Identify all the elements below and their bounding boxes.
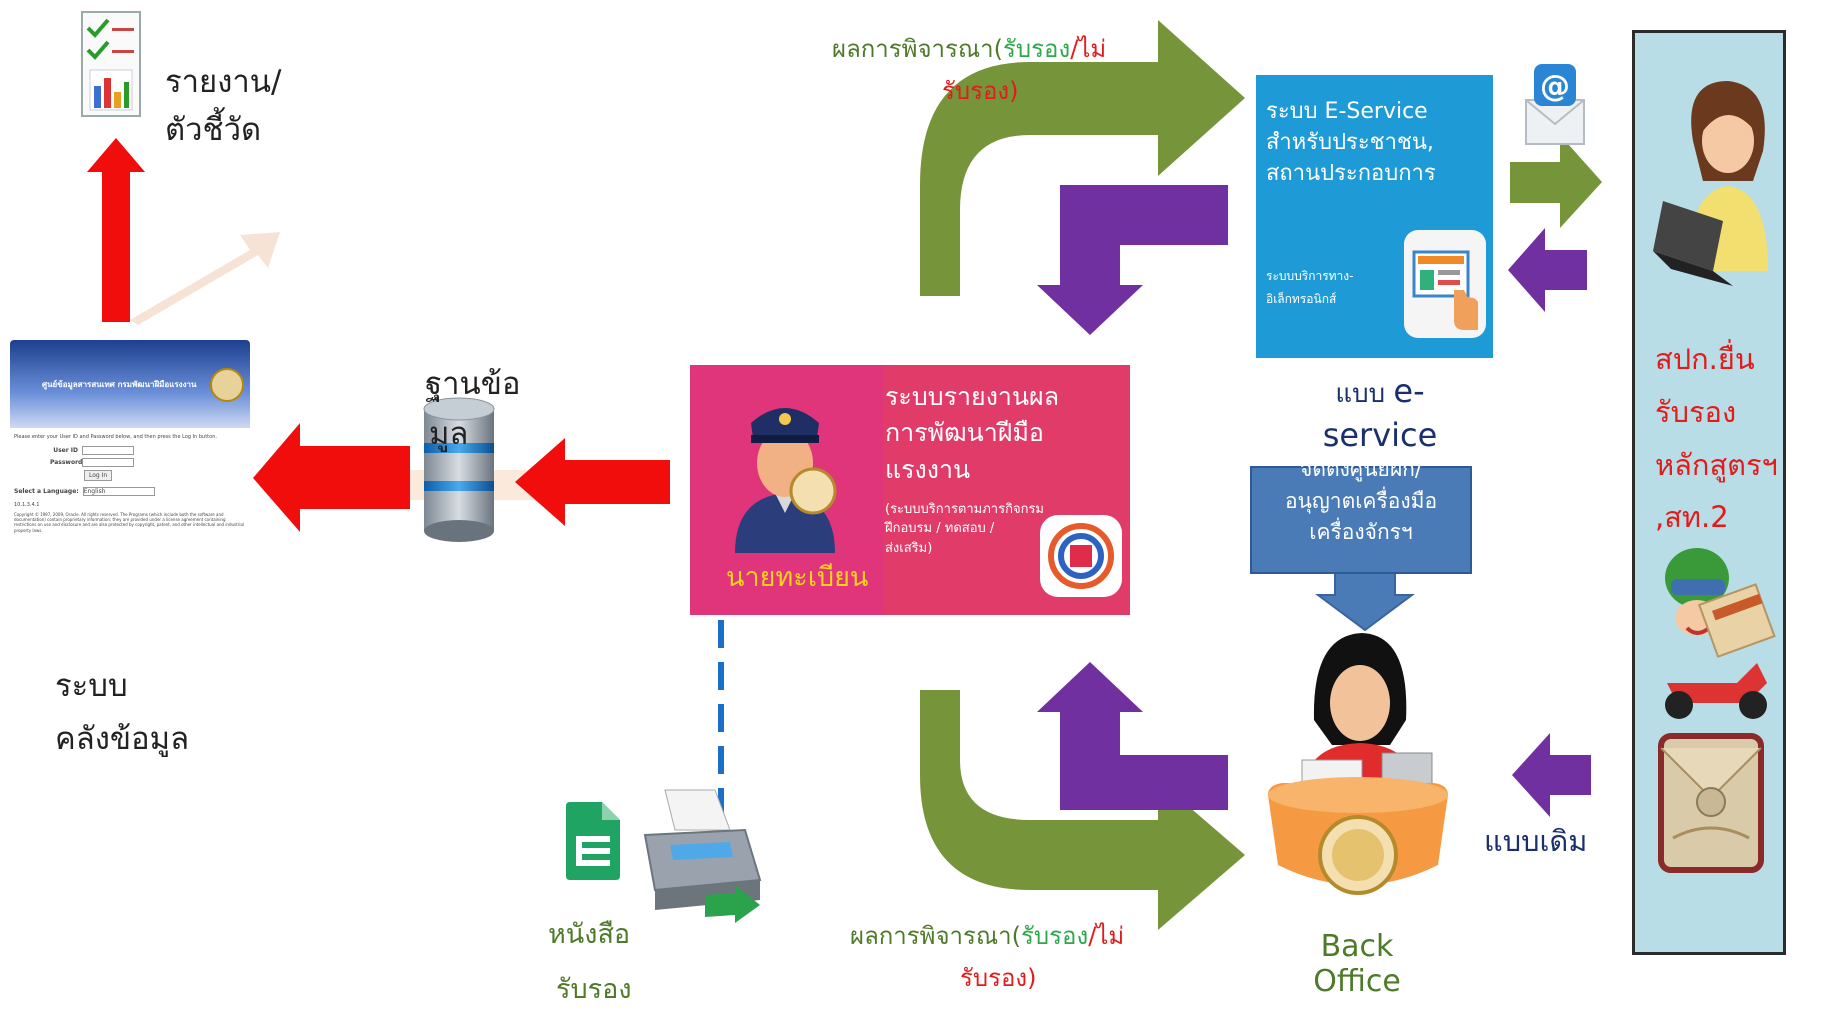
eservice-title-line3: สถานประกอบการ <box>1266 160 1436 186</box>
database-icon <box>420 395 498 545</box>
google-sheets-icon <box>562 800 622 882</box>
purple-arrow-left-bottom <box>1512 733 1591 817</box>
faint-arrow-up-right <box>130 232 280 325</box>
database-label-line2: มูล <box>429 415 469 452</box>
registrar-system-box: นายทะเบียน ระบบรายงานผล การพัฒนาฝีมือ แร… <box>690 365 1130 615</box>
back-office-label: Back Office <box>1302 929 1412 999</box>
green-arrow-bottom <box>920 690 1245 930</box>
purple-arrow-left-top <box>1508 228 1587 312</box>
applicant-line1: สปก.ยื่น <box>1655 342 1755 376</box>
top-result-prefix: ผลการพิจารณา( <box>832 35 1004 63</box>
registrar-sub-line3: ส่งเสริม) <box>885 540 933 556</box>
report-label-line1: รายงาน/ <box>165 64 282 100</box>
bottom-result-line2: รับรอง) <box>960 964 1037 992</box>
registrar-title-line2: การพัฒนาฝีมือ <box>885 418 1044 448</box>
certificate-label: หนังสือ รับรอง <box>548 907 632 1018</box>
registrar-role-label: นายทะเบียน <box>726 562 869 593</box>
registrar-title-line1: ระบบรายงานผล <box>885 382 1060 411</box>
purple-arrow-down <box>1037 185 1228 335</box>
language-label: Select a Language: <box>14 488 79 495</box>
warehouse-label: ระบบ คลังข้อมูล <box>55 660 189 765</box>
red-arrow-left-2 <box>515 438 670 526</box>
green-arrow-right-small <box>1510 135 1602 228</box>
login-header-banner: ศูนย์ข้อมูลสารสนเทศ กรมพัฒนาฝีมือแรงงาน <box>10 340 250 428</box>
green-arrow-top <box>920 20 1245 296</box>
certificate-line1: หนังสือ <box>548 919 631 950</box>
purple-arrow-up <box>1037 662 1228 810</box>
top-result-label: ผลการพิจารณา(รับรอง/ไม่ รับรอง) <box>832 28 1106 112</box>
eservice-sub-line1: ระบบบริการทาง- <box>1266 269 1354 283</box>
bottom-result-no: /ไม่ <box>1088 922 1125 950</box>
callout-line2: อนุญาตเครื่องมือ <box>1284 488 1438 513</box>
login-button[interactable]: Log In <box>84 470 113 481</box>
login-copyright: Copyright © 1997, 2009, Oracle. All righ… <box>14 512 245 533</box>
department-seal-small <box>210 368 244 402</box>
mail-envelope-icon <box>1653 728 1768 878</box>
applicant-label: สปก.ยื่น รับรอง หลักสูตรฯ ,สท.2 <box>1655 333 1778 544</box>
registrar-sub-line2: ฝึกอบรม / ทดสอบ / <box>885 521 995 537</box>
red-arrow-left-1 <box>253 423 410 532</box>
login-prompt: Please enter your User ID and Password b… <box>14 434 217 440</box>
eservice-label-line2: service <box>1322 416 1438 454</box>
svg-text:@: @ <box>1540 69 1570 104</box>
report-label: รายงาน/ ตัวชี้วัด <box>165 58 281 154</box>
warehouse-label-line2: คลังข้อมูล <box>55 720 190 757</box>
applicant-line3: หลักสูตรฯ <box>1655 447 1778 482</box>
password-label: Password <box>50 459 83 466</box>
data-warehouse-login-screen: ศูนย์ข้อมูลสารสนเทศ กรมพัฒนาฝีมือแรงงาน … <box>10 340 250 595</box>
back-office-line2: Office <box>1313 963 1401 999</box>
applicant-line4: ,สท.2 <box>1655 500 1729 535</box>
email-icon: @ <box>1522 60 1588 148</box>
login-version: 10.1.3.4.1 <box>14 502 40 508</box>
database-label: ฐานข้อ มูล <box>425 360 521 459</box>
traditional-mode-label: แบบเดิม <box>1484 824 1588 858</box>
applicant-line2: รับรอง <box>1655 394 1737 429</box>
eservice-title-line2: สำหรับประชาชน, <box>1266 129 1434 155</box>
top-result-yes: รับรอง <box>1003 35 1071 63</box>
database-label-line1: ฐานข้อ <box>425 366 521 402</box>
callout-line1: จัดตั้งศูนย์ฝึก/ <box>1300 457 1422 481</box>
printer-icon <box>635 785 770 935</box>
delivery-scooter-icon <box>1657 533 1777 723</box>
bottom-result-prefix: ผลการพิจารณา( <box>850 922 1022 950</box>
registrar-sub-line1: (ระบบบริการตามภารกิจกรม <box>885 501 1045 517</box>
citizen-laptop-icon <box>1643 71 1783 291</box>
callout-line3: เครื่องจักรฯ <box>1309 520 1413 544</box>
back-office-line1: Back <box>1320 929 1394 964</box>
registrar-app-icon <box>1040 515 1122 597</box>
top-result-no: /ไม่ <box>1070 35 1107 63</box>
user-id-label: User ID <box>53 447 78 454</box>
bottom-result-label: ผลการพิจารณา(รับรอง/ไม่ รับรอง) <box>850 915 1124 999</box>
registrar-title: ระบบรายงานผล การพัฒนาฝีมือ แรงงาน (ระบบบ… <box>885 379 1125 558</box>
registrar-title-line3: แรงงาน <box>885 454 971 484</box>
eservice-title-line1: ระบบ E-Service <box>1266 99 1428 124</box>
red-arrow-up <box>87 138 145 322</box>
applicant-panel: สปก.ยื่น รับรอง หลักสูตรฯ ,สท.2 <box>1632 30 1786 955</box>
login-header-text: ศูนย์ข้อมูลสารสนเทศ กรมพัฒนาฝีมือแรงงาน <box>42 380 197 389</box>
user-id-field[interactable] <box>82 446 134 455</box>
back-office-icon <box>1262 625 1452 925</box>
report-icon <box>78 8 144 120</box>
warehouse-label-line1: ระบบ <box>55 668 128 704</box>
eservice-system-box: ระบบ E-Service สำหรับประชาชน, สถานประกอบ… <box>1256 75 1493 358</box>
password-field[interactable] <box>82 458 134 467</box>
bottom-result-yes: รับรอง <box>1021 922 1089 950</box>
report-label-line2: ตัวชี้วัด <box>165 112 262 149</box>
eservice-mode-label: แบบ e- service <box>1300 372 1460 454</box>
language-select[interactable]: English <box>82 487 155 496</box>
officer-icon <box>725 383 845 553</box>
callout-box: จัดตั้งศูนย์ฝึก/ อนุญาตเครื่องมือ เครื่อ… <box>1250 457 1472 574</box>
top-result-line2: รับรอง) <box>942 77 1019 105</box>
eservice-sub-line2: อิเล็กทรอนิกส์ <box>1266 291 1337 306</box>
eservice-label-th: แบบ <box>1335 379 1394 409</box>
certificate-line2: รับรอง <box>556 974 632 1006</box>
eservice-label-en: e- <box>1393 372 1425 410</box>
eservice-app-icon <box>1404 230 1486 338</box>
callout-pointer <box>1314 571 1416 632</box>
